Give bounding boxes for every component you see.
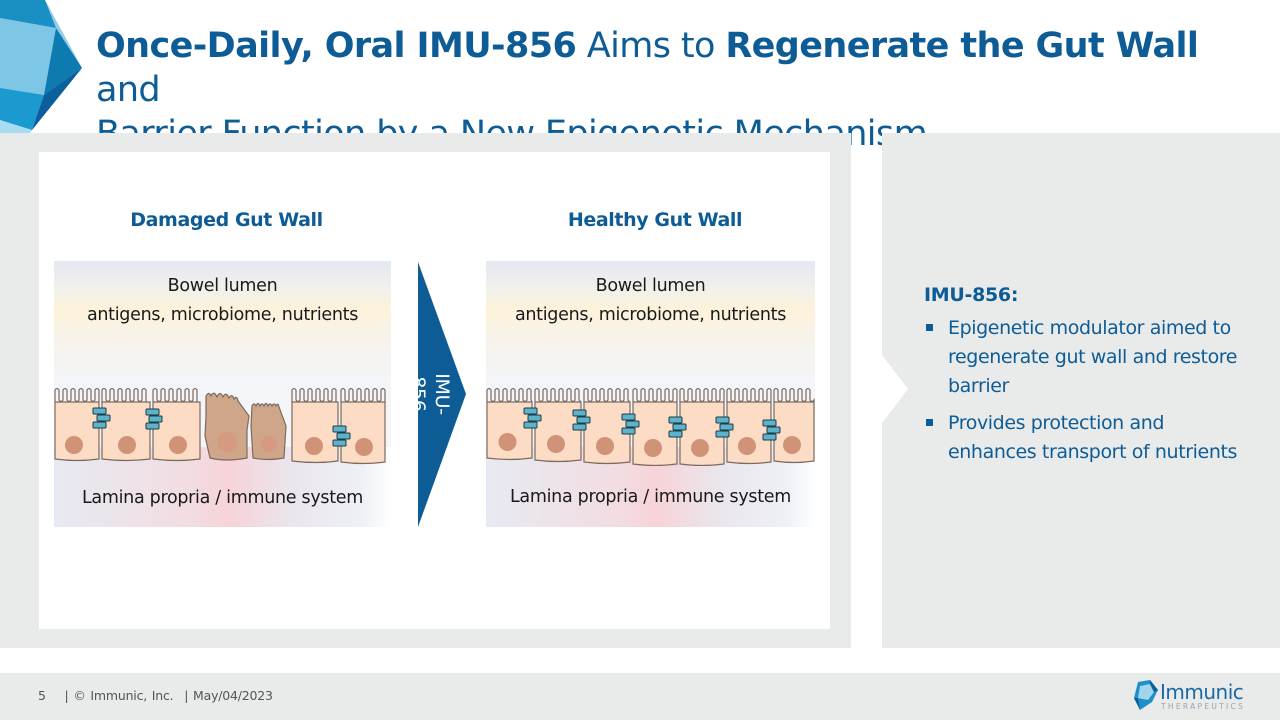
epithelial-cell [101,387,151,462]
healthy-gut-heading: Healthy Gut Wall [567,209,743,231]
epithelial-cell [583,387,631,465]
nucleus [738,437,756,455]
epithelial-cell [726,387,772,465]
arrow-label: IMU-856 [407,373,453,415]
healthy-gut-wall-illustration: Bowel lumen antigens, microbiome, nutrie… [486,261,815,527]
title-segment: Once-Daily, Oral IMU-856 [96,26,577,66]
tight-junction [715,416,734,438]
page-number: 5 [38,688,46,703]
title-line-1: Once-Daily, Oral IMU-856 Aims to Regener… [96,24,1256,112]
square-bullet-icon [926,324,933,331]
lumen-contents-label: antigens, microbiome, nutrients [514,305,787,325]
healthy-epithelium [486,387,815,466]
epithelial-cell [534,387,582,463]
tight-junctions [92,407,351,447]
lamina-propria-label: Lamina propria / immune system [509,487,792,507]
tight-junction [668,416,687,438]
info-bullet: Provides protection and enhances transpo… [924,409,1254,467]
brand-name: Immunic [1160,680,1244,704]
info-bullet: Epigenetic modulator aimed to regenerate… [924,314,1254,401]
immunic-logo-icon [1134,680,1158,710]
epithelial-cell [632,387,678,466]
tight-junction [621,413,640,435]
epithelial-cell [340,387,386,465]
footer-date: May/04/2023 [193,688,273,703]
damaged-epithelial-cell [250,402,287,461]
tight-junction [523,407,542,429]
tight-junction [762,419,781,441]
corner-logo-graphic [0,0,82,175]
nucleus [498,433,517,451]
epithelial-cell [152,387,201,462]
title-segment: Aims to [576,26,726,66]
nucleus [644,439,662,457]
copyright: © Immunic, Inc. [73,688,174,703]
footer-separator: | [184,688,189,703]
info-bullets: Epigenetic modulator aimed to regenerate… [924,314,1254,467]
lumen-contents-label: antigens, microbiome, nutrients [86,305,359,325]
damaged-epithelial-cell [204,392,250,461]
nucleus [783,436,801,454]
nucleus [691,439,709,457]
info-bullet-text: Epigenetic modulator aimed to regenerate… [948,317,1238,397]
lamina-propria-label: Lamina propria / immune system [81,488,364,508]
tight-junction [572,409,591,431]
damaged-gut-wall-illustration: Bowel lumen antigens, microbiome, nutrie… [54,261,391,527]
bowel-lumen-label: Bowel lumen [595,276,706,296]
info-panel-notch [882,355,908,423]
epithelial-cell [486,387,533,461]
damaged-epithelium [54,387,386,465]
square-bullet-icon [926,419,933,426]
title-segment: Regenerate the Gut Wall [725,26,1199,66]
brand-tagline: THERAPEUTICS [1161,702,1246,711]
nucleus [596,437,614,455]
info-bullet-text: Provides protection and enhances transpo… [948,412,1238,463]
title-segment: and [96,70,161,110]
info-title: IMU-856: [924,284,1019,306]
info-block: IMU-856: Epigenetic modulator aimed to r… [924,284,1254,475]
epithelial-cell [773,387,815,464]
epithelial-cell [54,387,100,462]
footer-text: 5 | © Immunic, Inc. | May/04/2023 [38,688,273,703]
treatment-arrow [418,262,466,527]
footer-bar [0,673,1280,720]
bowel-lumen-label: Bowel lumen [167,276,278,296]
damaged-gut-heading: Damaged Gut Wall [130,209,323,231]
info-panel [882,133,1280,648]
epithelial-cell [291,387,339,464]
epithelial-cell [679,387,725,466]
nucleus [547,435,565,453]
footer-separator: | [64,688,69,703]
